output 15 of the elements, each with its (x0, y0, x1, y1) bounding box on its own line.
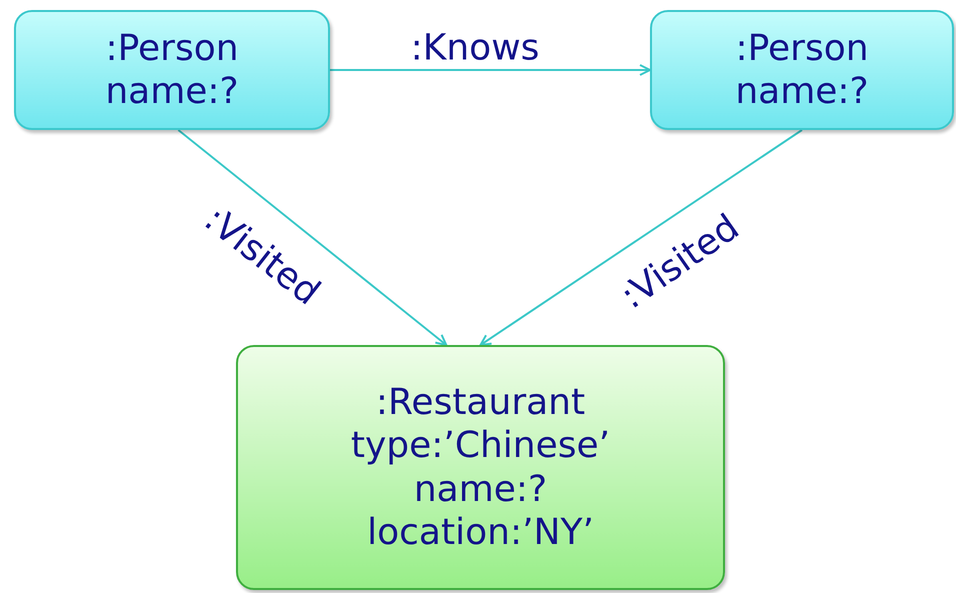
edge-label: :Knows (410, 28, 540, 68)
node-text: name:? (414, 468, 548, 511)
node-text: name:? (735, 70, 869, 114)
arrow (330, 64, 651, 76)
node-box (14, 10, 330, 130)
node-text: :Restaurant (376, 381, 586, 424)
node-text: name:? (105, 70, 239, 114)
arrow (178, 129, 448, 346)
node-text: :Person (105, 26, 239, 70)
node-box (236, 345, 725, 590)
arrow (480, 129, 803, 346)
node-text: location:’NY’ (367, 510, 594, 554)
node-text: type:’Chinese’ (350, 424, 610, 468)
node-text: :Person (735, 26, 869, 70)
node-box (650, 10, 954, 130)
